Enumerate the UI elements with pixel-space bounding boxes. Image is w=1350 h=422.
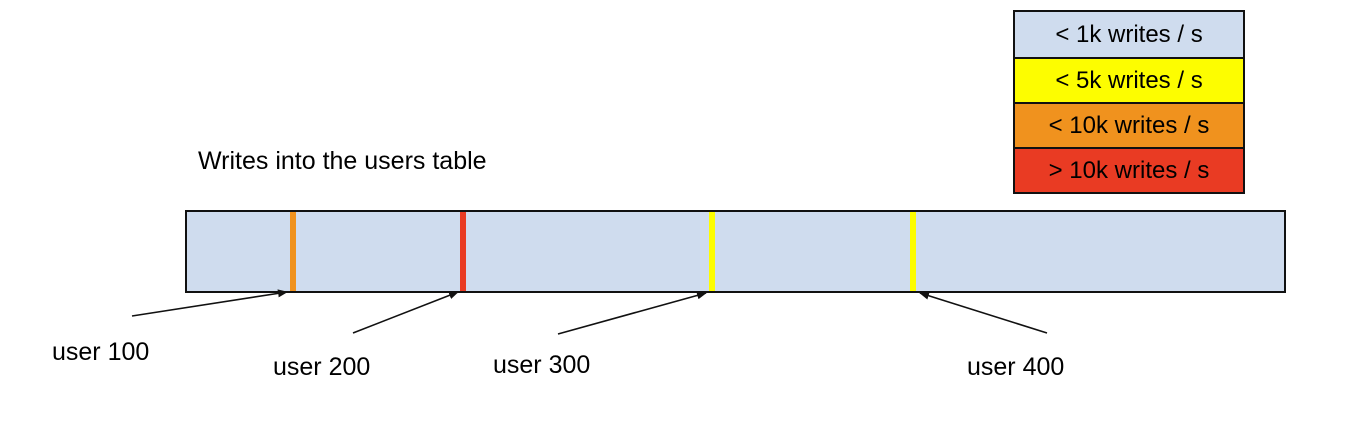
legend-item-label: > 10k writes / s bbox=[1048, 156, 1210, 184]
arrow-user-300 bbox=[557, 291, 707, 335]
legend-item-gt-10k: > 10k writes / s bbox=[1015, 147, 1243, 192]
legend-item-lt-10k: < 10k writes / s bbox=[1015, 102, 1243, 147]
users-table-bar bbox=[185, 210, 1286, 293]
legend-item-label: < 5k writes / s bbox=[1055, 66, 1203, 94]
hotspot-stripe-user-200 bbox=[460, 212, 466, 291]
arrow-user-200 bbox=[352, 291, 459, 334]
arrow-user-100 bbox=[131, 289, 288, 317]
legend-item-lt-1k: < 1k writes / s bbox=[1015, 12, 1243, 57]
hotspot-stripe-user-100 bbox=[290, 212, 296, 291]
legend-item-label: < 1k writes / s bbox=[1055, 20, 1203, 48]
legend: < 1k writes / s < 5k writes / s < 10k wr… bbox=[1013, 10, 1245, 194]
label-user-100: user 100 bbox=[52, 338, 150, 366]
label-user-400: user 400 bbox=[967, 353, 1065, 381]
label-user-300: user 300 bbox=[493, 351, 591, 379]
diagram-title: Writes into the users table bbox=[198, 147, 487, 175]
hotspot-stripe-user-300 bbox=[709, 212, 715, 291]
legend-item-lt-5k: < 5k writes / s bbox=[1015, 57, 1243, 102]
legend-item-label: < 10k writes / s bbox=[1048, 111, 1210, 139]
hotspot-stripe-user-400 bbox=[910, 212, 916, 291]
arrow-user-400 bbox=[919, 291, 1048, 334]
label-user-200: user 200 bbox=[273, 353, 371, 381]
